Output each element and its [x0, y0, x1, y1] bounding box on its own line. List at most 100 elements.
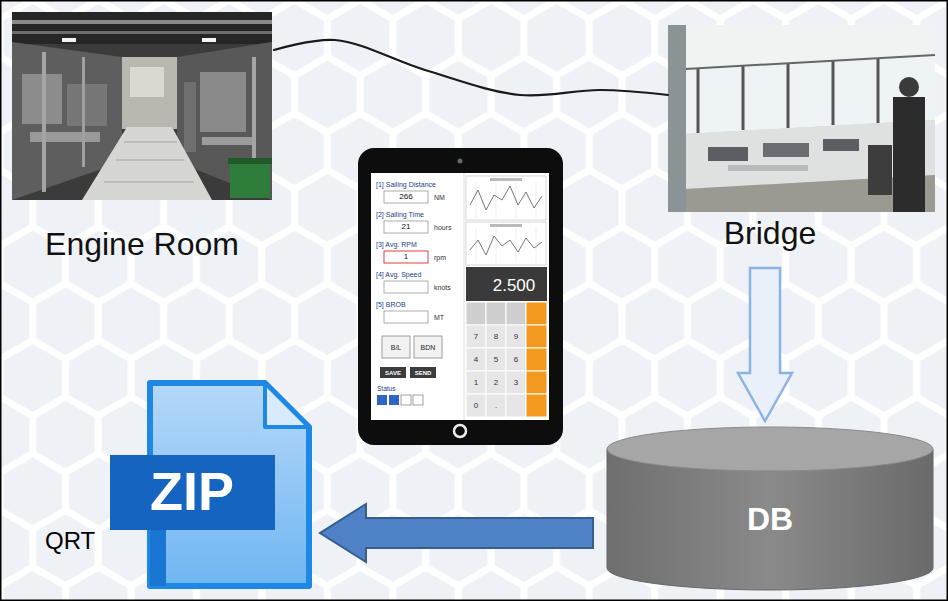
- engine-room-photo: [228, 158, 272, 164]
- tablet-illustration: [358, 148, 563, 445]
- bridge-photo: [668, 55, 935, 70]
- tablet-illustration: [536, 182, 537, 218]
- engine-room-node: Engine Room: [12, 12, 274, 270]
- tablet-illustration: [490, 178, 522, 181]
- tablet-illustration: [506, 302, 526, 325]
- caption-label: QRT: [45, 529, 95, 553]
- engine-room-photo: [202, 38, 216, 42]
- field-label: [3] Avg. RPM: [376, 241, 417, 248]
- engine-room-photo: [30, 132, 100, 142]
- database-cylinder: DB: [605, 425, 935, 592]
- key-label: 2: [494, 379, 498, 387]
- key-label: .: [495, 402, 497, 410]
- engine-room-photo: [200, 72, 246, 132]
- button-label: B/L: [391, 344, 402, 351]
- bridge-photo: [832, 60, 835, 125]
- tablet-illustration: [496, 228, 497, 263]
- file-fold: [265, 383, 309, 427]
- tablet-illustration: [486, 371, 506, 394]
- bridge-photo: [697, 68, 700, 133]
- engine-room-photo: [112, 57, 182, 129]
- engine-room-photo: [42, 52, 46, 192]
- connector-arrow: [738, 268, 792, 421]
- unit-label: rpm: [434, 254, 446, 261]
- engine-room-photo: [130, 67, 164, 97]
- tablet-illustration: [470, 186, 542, 210]
- engine-room-photo: [104, 181, 194, 183]
- node-label: Engine Room: [45, 226, 239, 263]
- key-label: 6: [514, 356, 518, 364]
- button-label: SEND: [415, 370, 432, 376]
- key-label: 0: [474, 402, 478, 410]
- field-label: [5] BROB: [376, 301, 406, 308]
- unit-label: MT: [434, 314, 444, 321]
- bridge-node: Bridge: [668, 25, 936, 258]
- tablet-illustration: [466, 302, 486, 325]
- tablet-illustration: [506, 394, 526, 417]
- engine-room-photo: [62, 38, 76, 42]
- engine-room-photo: [12, 20, 272, 24]
- key-label: 4: [474, 356, 478, 364]
- cylinder-top: [607, 427, 933, 471]
- tablet-illustration: [466, 267, 547, 301]
- tablet-illustration: [358, 148, 563, 445]
- tablet-illustration: [389, 395, 399, 405]
- tablet-illustration: [466, 325, 486, 348]
- unit-label: hours: [434, 224, 452, 231]
- tablet-illustration: [486, 302, 506, 325]
- tablet-illustration: [526, 302, 547, 325]
- field-value: 266: [399, 193, 412, 201]
- tablet-illustration: [384, 251, 428, 263]
- engine-room-photo: [67, 84, 107, 126]
- tablet-illustration: [526, 348, 547, 371]
- tablet-illustration: [454, 425, 466, 437]
- key-label: 3: [514, 379, 518, 387]
- engine-room-photo: [202, 137, 252, 145]
- field-label: [2] Sailing Time: [376, 211, 424, 218]
- tablet-illustration: [526, 325, 547, 348]
- tablet-illustration: [384, 221, 428, 233]
- tablet-illustration: [384, 191, 428, 203]
- display-value: 2.500: [493, 277, 536, 294]
- status-label: Status: [377, 386, 395, 393]
- tablet-illustration: [401, 395, 411, 405]
- file-strip: [150, 530, 166, 586]
- tablet-illustration: [413, 395, 423, 405]
- tablet-illustration: [466, 176, 546, 220]
- tablet-illustration: [380, 367, 406, 378]
- tablet-illustration: [526, 371, 547, 394]
- node-label: ZIP: [150, 460, 234, 522]
- zip-file-icon: ZIP: [108, 380, 312, 590]
- connector-arrow: [320, 504, 593, 562]
- tablet-illustration: [506, 325, 526, 348]
- bridge-photo: [763, 143, 809, 157]
- tablet-illustration: [536, 228, 537, 263]
- field-label: [1] Sailing Distance: [376, 181, 436, 188]
- tablet-illustration: [466, 371, 486, 394]
- unit-label: NM: [434, 194, 445, 201]
- engine-room-photo: [12, 31, 272, 34]
- tablet-illustration: [476, 228, 477, 263]
- node-label: DB: [747, 501, 793, 538]
- tablet-illustration: [371, 173, 549, 420]
- key-label: 1: [474, 379, 478, 387]
- field-value: 1: [404, 253, 408, 261]
- tablet-illustration: [377, 395, 387, 405]
- bridge-photo: [728, 165, 808, 171]
- bridge-photo: [823, 139, 859, 151]
- node-label: Bridge: [724, 215, 817, 252]
- tablet-illustration: [466, 222, 546, 265]
- file-page: [150, 383, 309, 586]
- tablet-illustration: [486, 394, 506, 417]
- tablet-illustration: [414, 336, 442, 358]
- engine-room-photo: [184, 82, 196, 152]
- bridge-photo: [787, 63, 790, 128]
- tablet-illustration: [476, 182, 477, 218]
- key-label: 5: [494, 356, 498, 364]
- tablet-illustration: [486, 348, 506, 371]
- bridge-photo: [742, 65, 745, 130]
- engine-room-photo: [12, 12, 272, 44]
